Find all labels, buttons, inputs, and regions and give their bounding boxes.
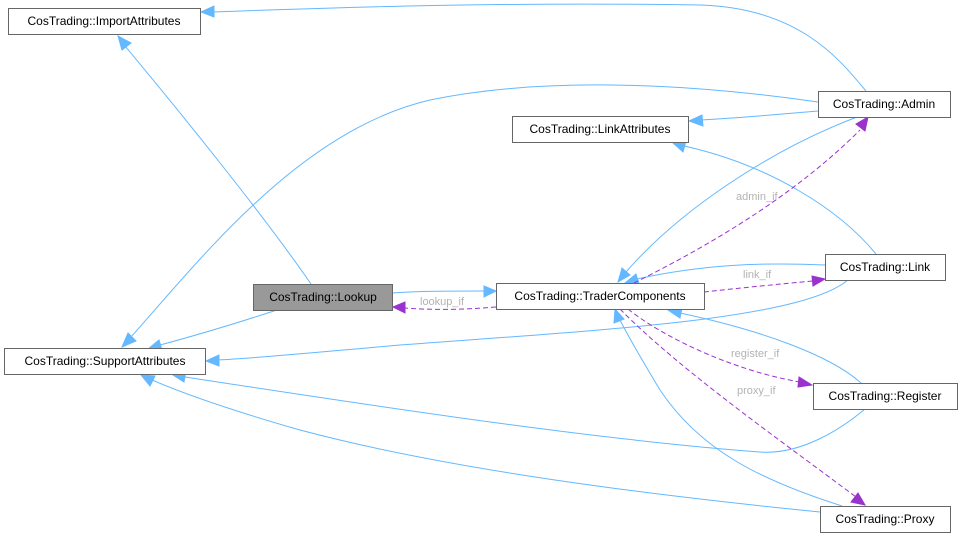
- edge-trader-components-to-register: register_if: [627, 308, 814, 388]
- node-label: CosTrading::Proxy: [836, 512, 935, 526]
- node-label: CosTrading::Register: [829, 389, 942, 403]
- node-label: CosTrading::SupportAttributes: [25, 354, 186, 368]
- node-link-attributes[interactable]: CosTrading::LinkAttributes: [512, 116, 689, 143]
- node-lookup[interactable]: CosTrading::Lookup: [253, 284, 393, 311]
- edge-lookup-to-trader-components: [391, 285, 498, 298]
- edge-label-admin-if: admin_if: [736, 191, 779, 203]
- edge-label-register-if: register_if: [731, 348, 780, 360]
- node-proxy[interactable]: CosTrading::Proxy: [820, 506, 951, 533]
- edge-label-proxy-if: proxy_if: [737, 385, 776, 397]
- node-label: CosTrading::Admin: [833, 97, 935, 111]
- edge-trader-components-to-proxy: proxy_if: [619, 308, 867, 506]
- edge-lookup-to-import-attributes: [117, 34, 312, 285]
- edge-register-to-trader-components: [666, 307, 862, 384]
- node-label: CosTrading::Link: [840, 260, 931, 274]
- node-trader-components[interactable]: CosTrading::TraderComponents: [496, 283, 705, 310]
- node-label: CosTrading::TraderComponents: [514, 289, 685, 303]
- edge-admin-to-import-attributes: [199, 3, 867, 92]
- node-link[interactable]: CosTrading::Link: [825, 254, 946, 281]
- edge-lookup-to-support-attributes: [146, 309, 278, 351]
- edge-trader-components-to-admin: admin_if: [633, 115, 869, 284]
- edge-proxy-to-support-attributes: [139, 374, 821, 513]
- edge-label-lookup-if: lookup_if: [420, 296, 465, 308]
- edge-label-link-if: link_if: [743, 269, 772, 281]
- edge-register-to-support-attributes: [171, 370, 866, 453]
- edge-admin-to-trader-components: [617, 116, 858, 284]
- node-admin[interactable]: CosTrading::Admin: [818, 91, 951, 118]
- edge-proxy-to-trader-components: [613, 307, 843, 507]
- node-register[interactable]: CosTrading::Register: [813, 383, 958, 410]
- node-support-attributes[interactable]: CosTrading::SupportAttributes: [4, 348, 206, 375]
- node-label: CosTrading::ImportAttributes: [28, 14, 181, 28]
- edge-link-to-trader-components: [623, 263, 826, 285]
- edge-admin-to-support-attributes: [121, 84, 819, 348]
- edge-trader-components-to-lookup: lookup_if: [391, 296, 497, 314]
- edge-trader-components-to-link: link_if: [703, 269, 827, 293]
- node-import-attributes[interactable]: CosTrading::ImportAttributes: [8, 8, 201, 35]
- node-label: CosTrading::LinkAttributes: [530, 122, 671, 136]
- node-label: CosTrading::Lookup: [269, 290, 377, 304]
- edge-admin-to-link-attributes: [687, 110, 819, 127]
- edge-link-to-support-attributes: [204, 279, 849, 367]
